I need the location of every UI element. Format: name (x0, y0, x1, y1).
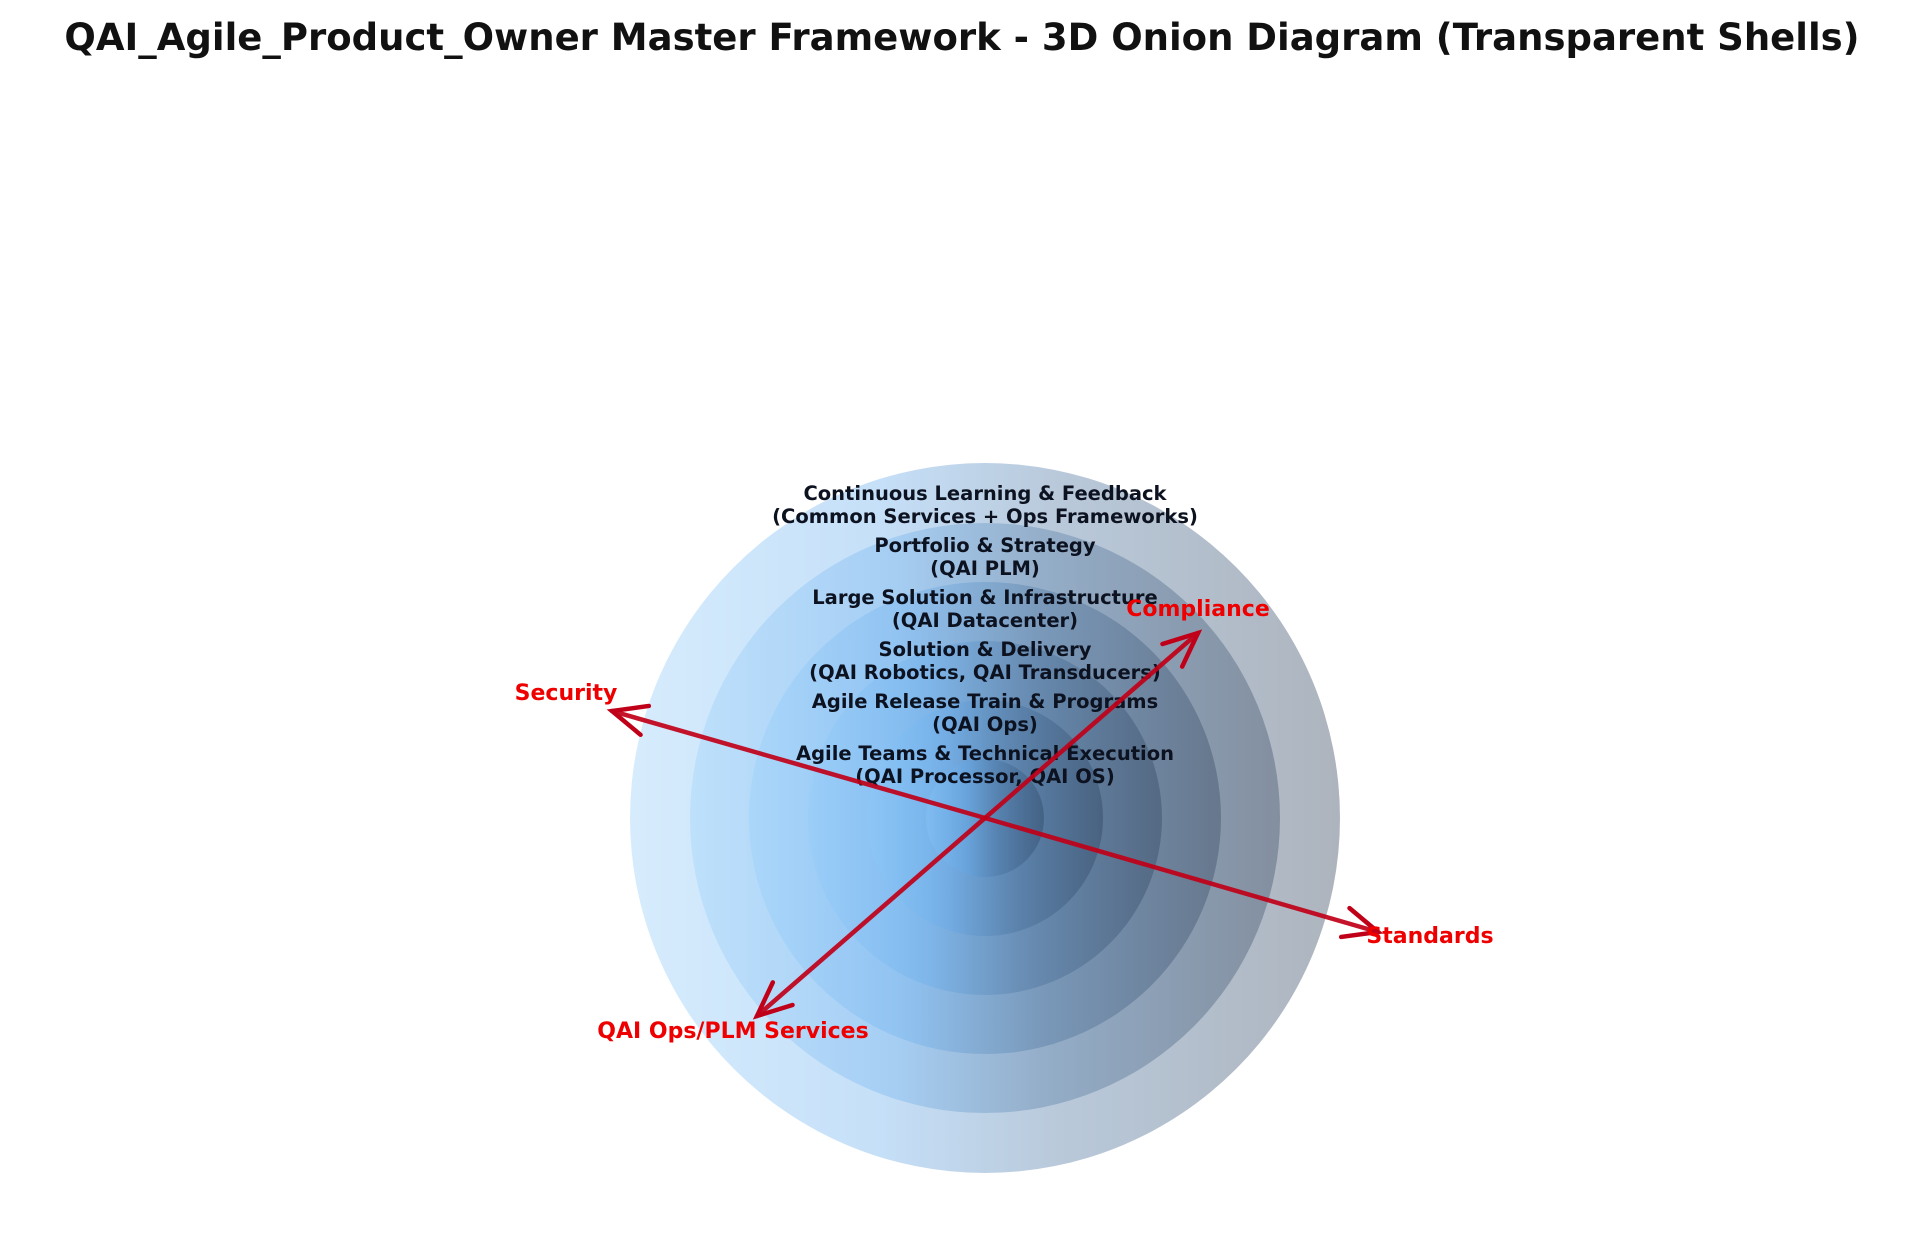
layer-1-detail: (QAI Processor, QAI OS) (855, 765, 1115, 788)
layer-6-name: Continuous Learning & Feedback (803, 482, 1167, 505)
axis-arrowhead-3 (1338, 905, 1384, 940)
layer-1-name: Agile Teams & Technical Execution (796, 742, 1174, 765)
axis-arrowhead-4 (752, 980, 795, 1020)
layer-5-name: Portfolio & Strategy (874, 534, 1096, 557)
layer-2-detail: (QAI Ops) (932, 713, 1038, 736)
layer-labels: Agile Teams & Technical Execution(QAI Pr… (772, 482, 1198, 788)
axis-label-1: Compliance (1126, 597, 1269, 622)
axis-label-2: Security (515, 681, 618, 706)
layer-2-name: Agile Release Train & Programs (812, 690, 1158, 713)
axis-arrow-1 (982, 630, 1201, 821)
axis-arrow-3 (982, 815, 1381, 935)
layer-3-detail: (QAI Robotics, QAI Transducers) (809, 661, 1161, 684)
layer-5-detail: (QAI PLM) (930, 557, 1040, 580)
axis-arrowhead-2 (606, 703, 652, 738)
axis-label-3: Standards (1366, 924, 1493, 949)
axis-label-4: QAI Ops/PLM Services (597, 1019, 868, 1044)
axis-arrow-4 (754, 815, 988, 1019)
layer-3-name: Solution & Delivery (879, 638, 1092, 661)
axis-arrowhead-1 (1160, 629, 1203, 669)
layer-4-name: Large Solution & Infrastructure (812, 586, 1157, 609)
layer-4-detail: (QAI Datacenter) (892, 609, 1078, 632)
diagram-title: QAI_Agile_Product_Owner Master Framework… (64, 16, 1859, 59)
axis-arrow-2 (609, 708, 988, 821)
layer-6-detail: (Common Services + Ops Frameworks) (772, 505, 1198, 528)
